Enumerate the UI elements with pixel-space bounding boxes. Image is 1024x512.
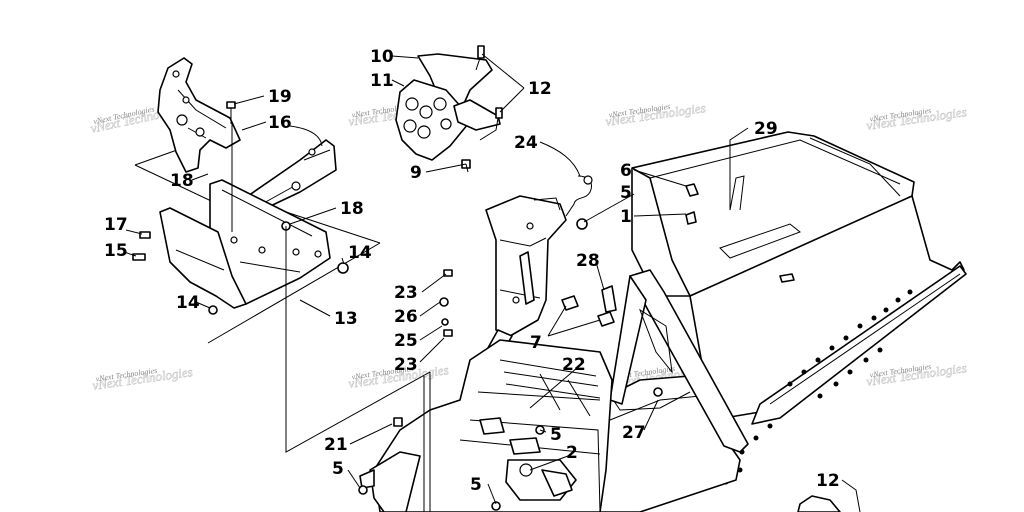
- callout-2: 2: [566, 443, 578, 463]
- callout-14-left: 14: [176, 293, 200, 313]
- callout-12-top: 12: [528, 79, 552, 99]
- callout-10: 10: [370, 47, 394, 67]
- callout-5-top: 5: [620, 183, 632, 203]
- callout-27: 27: [622, 423, 646, 443]
- tunnel-vent-holes: [723, 289, 913, 485]
- callout-23-lower: 23: [394, 355, 418, 375]
- leader-lines: [123, 53, 861, 512]
- callout-22: 22: [562, 355, 586, 375]
- steering-post-bracket-group: [395, 45, 503, 173]
- callout-5-center: 5: [550, 425, 562, 445]
- callout-18-right: 18: [340, 199, 364, 219]
- callout-15: 15: [104, 241, 128, 261]
- callout-11: 11: [370, 71, 394, 91]
- callout-7: 7: [530, 333, 542, 353]
- callout-1: 1: [620, 207, 632, 227]
- callout-26: 26: [394, 307, 418, 327]
- callout-14-right: 14: [348, 243, 372, 263]
- callout-5-left: 5: [332, 459, 344, 479]
- callout-13: 13: [334, 309, 358, 329]
- callout-16: 16: [268, 113, 292, 133]
- callout-numbers: 10 11 12 9 19 16 18 18 17 15 14 14 13 24…: [104, 47, 840, 495]
- callout-17: 17: [104, 215, 128, 235]
- callout-21: 21: [324, 435, 348, 455]
- callout-19: 19: [268, 87, 292, 107]
- callout-23-upper: 23: [394, 283, 418, 303]
- steering-bracket-group: [132, 57, 431, 453]
- chassis-assembly: [358, 131, 967, 512]
- callout-12-bottom: 12: [816, 471, 840, 491]
- callout-9: 9: [410, 163, 422, 183]
- callout-28: 28: [576, 251, 600, 271]
- callout-18-left: 18: [170, 171, 194, 191]
- callout-24: 24: [514, 133, 538, 153]
- callout-29: 29: [754, 119, 778, 139]
- callout-5-bottom: 5: [470, 475, 482, 495]
- callout-6: 6: [620, 161, 632, 181]
- callout-25: 25: [394, 331, 418, 351]
